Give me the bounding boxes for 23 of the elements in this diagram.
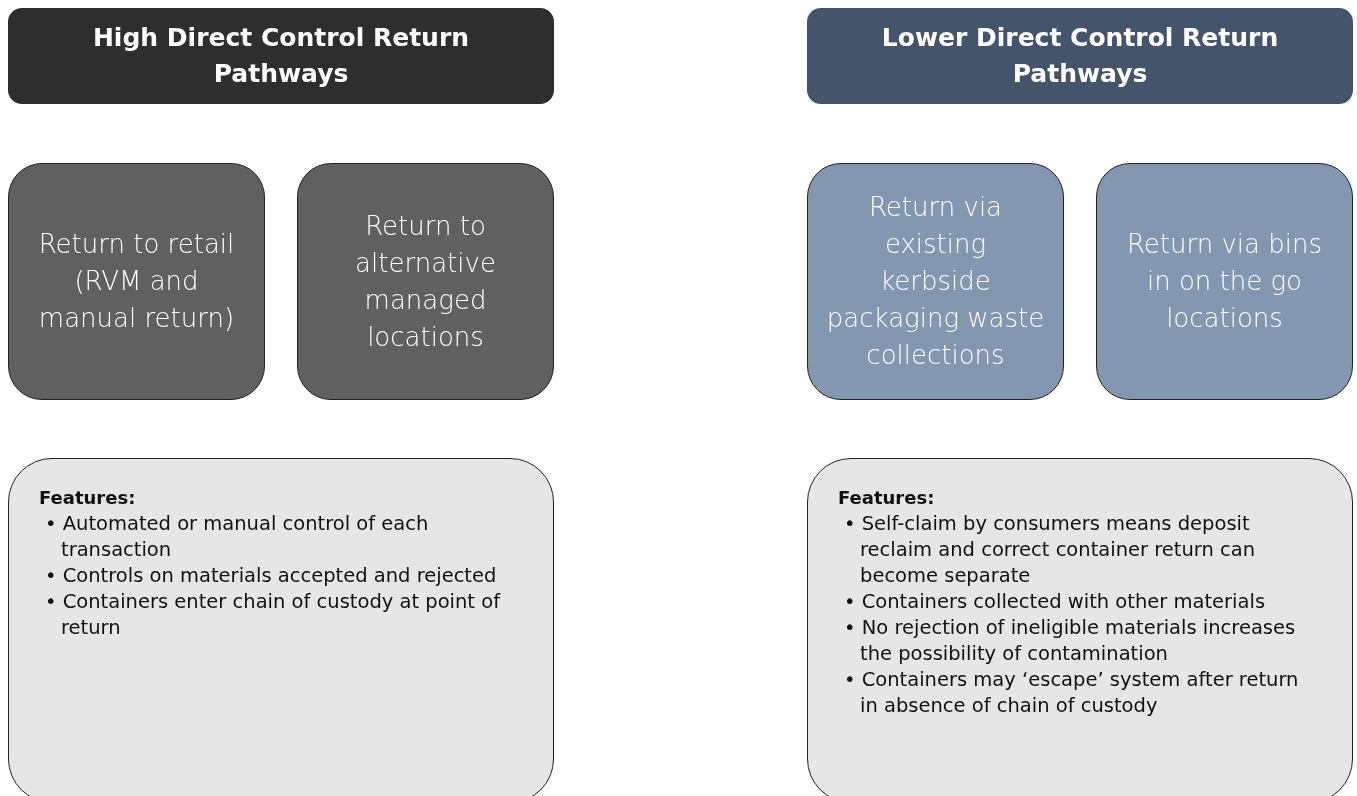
pathway-box (8, 163, 265, 400)
bullet-item: • Self-claim by consumers means deposit reclaim and correct container return can become separate (843, 511, 1257, 589)
features-panel (8, 458, 554, 796)
bullet-item: • Automated or manual control of each transaction (44, 511, 430, 563)
bullet-item: • No rejection of ineligible materials increases the possibility of contamination (843, 615, 1297, 667)
pathway-label: Return via existing kerbside packaging waste collections (826, 191, 1045, 372)
pathway-label: Return via bins in on the go locations (1125, 228, 1324, 335)
panel-heading: Features: (838, 486, 936, 510)
bullet-item: • Containers collected with other materials (843, 589, 1267, 615)
pathway-box (1096, 163, 1353, 400)
panel-heading: Features: (39, 486, 137, 510)
bullet-item: • Containers enter chain of custody at point of return (44, 589, 502, 641)
pathway-label: Return to alternative managed locations (354, 209, 497, 354)
header-title: Lower Direct Control Return Pathways (880, 22, 1280, 90)
pathway-label: Return to retail (RVM and manual return) (37, 228, 236, 335)
bullet-item: • Containers may ‘escape’ system after return in absence of chain of custody (843, 667, 1300, 719)
header-banner (8, 8, 554, 104)
features-panel (807, 458, 1353, 796)
pathway-box (297, 163, 554, 400)
header-title: High Direct Control Return Pathways (91, 22, 471, 90)
bullet-item: • Controls on materials accepted and rejected (44, 563, 498, 589)
header-banner (807, 8, 1353, 104)
pathway-box (807, 163, 1064, 400)
